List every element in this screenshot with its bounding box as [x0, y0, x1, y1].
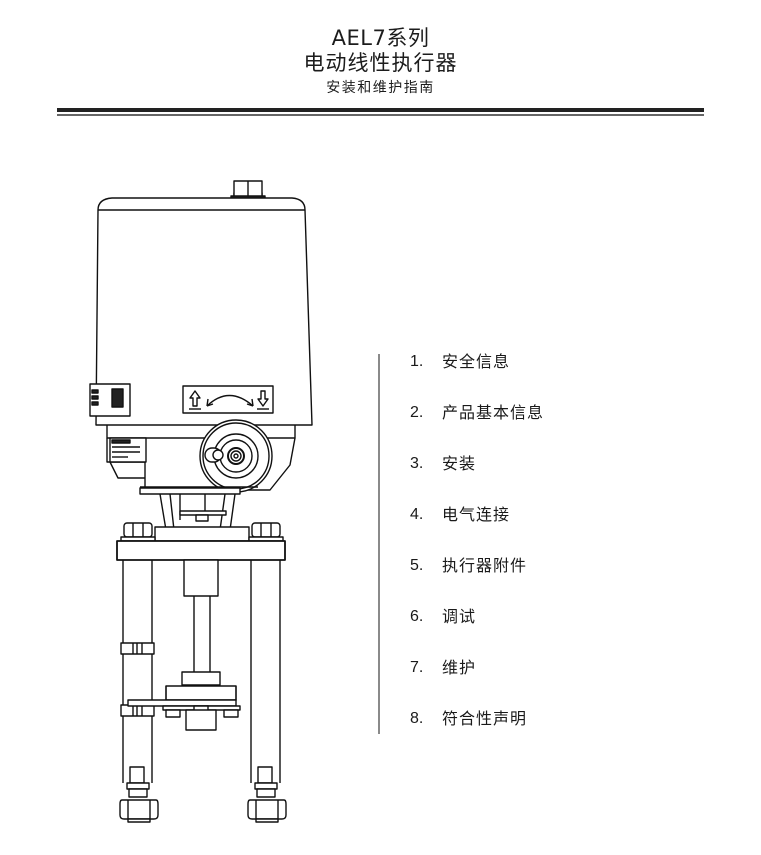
toc-item-label: 符合性声明 [442, 709, 528, 728]
arrow-up-icon [189, 390, 201, 407]
toc-item-label: 维护 [442, 658, 477, 677]
toc-item-number: 2. [410, 404, 424, 421]
toc-item-number: 7. [410, 659, 424, 676]
toc-item-safety-information[interactable]: 1. 安全信息 [410, 350, 544, 401]
toc-item-actuator-accessories[interactable]: 5. 执行器附件 [410, 554, 544, 605]
toc-item-label: 调试 [442, 607, 477, 626]
actuator-drawing-icon [89, 180, 313, 823]
arrow-down-icon [257, 390, 269, 407]
toc-item-number: 3. [410, 455, 424, 472]
double-curved-arrow-icon [206, 394, 254, 407]
toc-item-label: 电气连接 [442, 505, 511, 524]
toc-item-maintenance[interactable]: 7. 维护 [410, 656, 544, 707]
toc-divider [378, 354, 380, 734]
toc-item-number: 8. [410, 710, 424, 727]
toc-item-label: 安装 [442, 454, 477, 473]
toc-item-installation[interactable]: 3. 安装 [410, 452, 544, 503]
table-of-contents: 1. 安全信息 2. 产品基本信息 3. 安装 4. 电气连接 5. 执行器附件… [410, 350, 544, 758]
toc-item-number: 5. [410, 557, 424, 574]
toc-item-number: 6. [410, 608, 424, 625]
header-rule-thin [57, 114, 704, 116]
document-title: AEL7系列 [331, 26, 430, 50]
document-subtitle: 电动线性执行器 [303, 51, 458, 75]
toc-item-number: 4. [410, 506, 424, 523]
toc-item-label: 安全信息 [442, 352, 511, 371]
toc-item-product-basic-information[interactable]: 2. 产品基本信息 [410, 401, 544, 452]
header-rule-thick [57, 108, 704, 112]
toc-item-label: 产品基本信息 [442, 403, 545, 422]
actuator-illustration [80, 170, 340, 850]
toc-item-commissioning[interactable]: 6. 调试 [410, 605, 544, 656]
toc-item-electrical-connection[interactable]: 4. 电气连接 [410, 503, 544, 554]
toc-item-label: 执行器附件 [442, 556, 528, 575]
toc-item-number: 1. [410, 353, 424, 370]
document-guide-title: 安装和维护指南 [326, 80, 435, 96]
toc-item-declaration-of-conformity[interactable]: 8. 符合性声明 [410, 707, 544, 758]
